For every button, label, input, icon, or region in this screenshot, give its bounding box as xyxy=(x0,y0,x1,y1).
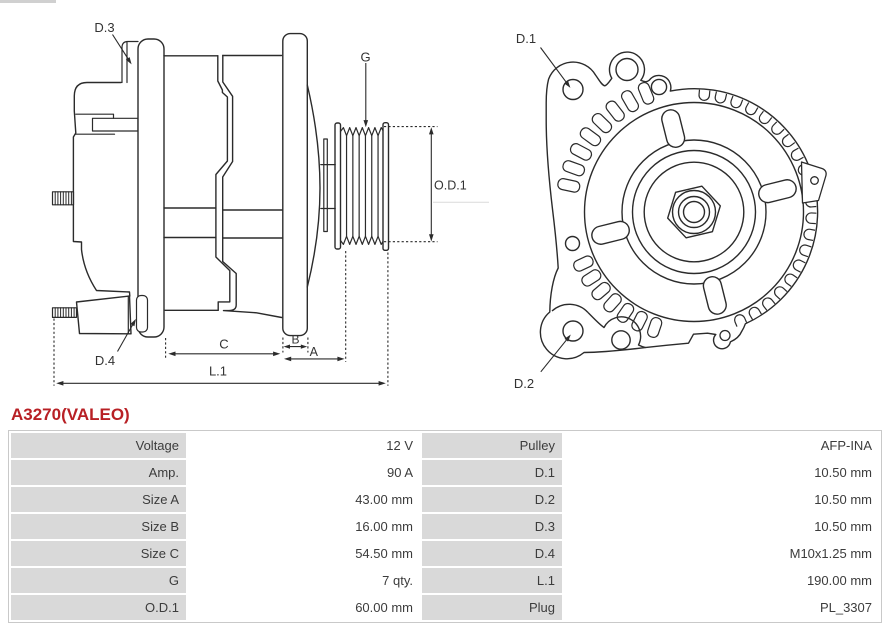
svg-text:D.2: D.2 xyxy=(514,376,534,391)
svg-text:D.1: D.1 xyxy=(516,31,536,46)
svg-text:D.3: D.3 xyxy=(94,20,114,35)
svg-text:L.1: L.1 xyxy=(209,364,227,379)
svg-text:O.D.1: O.D.1 xyxy=(434,179,467,193)
svg-text:C: C xyxy=(219,337,228,352)
svg-text:D.4: D.4 xyxy=(95,353,115,368)
svg-text:G: G xyxy=(360,49,370,64)
svg-text:A: A xyxy=(310,345,319,359)
svg-text:B: B xyxy=(291,332,299,346)
